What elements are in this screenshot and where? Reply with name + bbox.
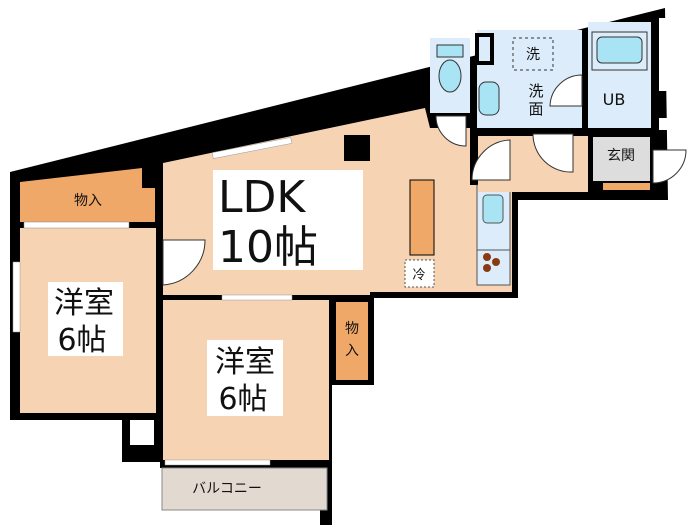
- burner: [492, 258, 500, 266]
- western-room-1-size: 6帖: [57, 323, 106, 358]
- ldk-label-bg: [213, 170, 363, 270]
- balcony-window: [164, 459, 271, 466]
- closet-2: [336, 302, 368, 380]
- western-room-1-name: 洋室: [54, 286, 114, 321]
- stove: [476, 249, 511, 286]
- closet-1: [20, 168, 155, 222]
- burner: [483, 264, 491, 272]
- pillar-space: [130, 420, 154, 445]
- washroom-label-bottom: 面: [528, 100, 543, 118]
- entrance-label: 玄関: [607, 147, 635, 164]
- entrance: [593, 137, 650, 181]
- refrigerator: [404, 259, 435, 288]
- balcony: [161, 467, 328, 511]
- ldk-size: 10帖: [218, 222, 318, 273]
- room-2-label-bg: [207, 340, 283, 416]
- refrigerator-label: 冷: [412, 268, 425, 283]
- closet-2-label-top: 物: [345, 321, 359, 337]
- window: [12, 261, 21, 333]
- front-door-swing: [652, 149, 687, 184]
- shaft: [659, 118, 667, 130]
- toilet-tank: [436, 44, 464, 58]
- burner: [483, 253, 491, 261]
- window: [211, 137, 293, 159]
- washroom-label-top: 洗: [528, 82, 543, 100]
- closet-1-door: [23, 221, 130, 229]
- shoe-cabinet: [603, 183, 650, 190]
- room-1-label-bg: [48, 282, 123, 356]
- sink-basin: [482, 194, 504, 224]
- ldk-name: LDK: [218, 172, 306, 223]
- door-swing: [471, 139, 511, 181]
- door-swing: [435, 115, 467, 147]
- wash-basin: [478, 81, 500, 116]
- toilet-bowl: [438, 59, 462, 93]
- closet-2-label-bottom: 入: [345, 343, 359, 359]
- door-swing: [549, 74, 583, 107]
- washroom-storage: [475, 33, 494, 65]
- balcony-label: バルコニー: [192, 481, 262, 497]
- bathtub-inner: [596, 36, 643, 64]
- kitchen-counter: [409, 179, 435, 256]
- closet-1-label: 物入: [74, 193, 102, 209]
- window: [221, 294, 293, 301]
- western-room-2-size: 6帖: [218, 382, 267, 417]
- door-swing: [532, 133, 574, 173]
- washing-machine-label: 洗: [526, 47, 540, 63]
- pillar: [344, 135, 370, 161]
- door-swing: [162, 239, 206, 286]
- unit-bath-label: UB: [603, 90, 626, 109]
- western-room-2-name: 洋室: [215, 345, 275, 380]
- washing-machine-space: [512, 37, 554, 71]
- shaft: [659, 18, 667, 91]
